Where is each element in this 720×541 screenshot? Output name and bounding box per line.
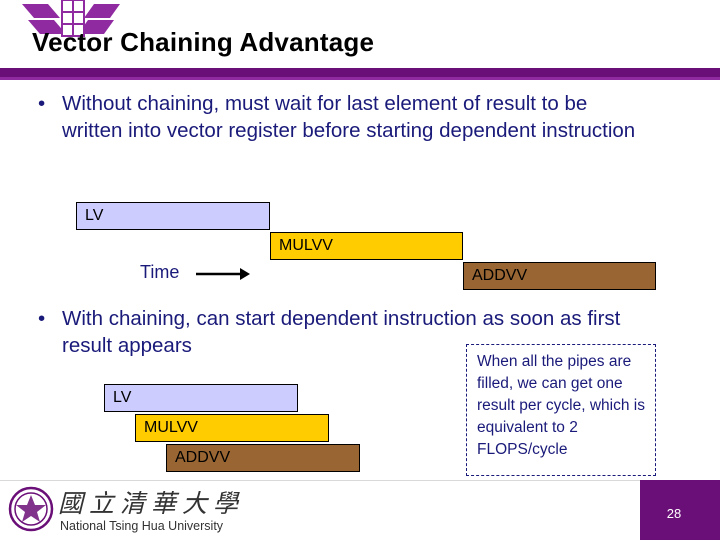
page-title: Vector Chaining Advantage <box>32 27 375 57</box>
time-label: Time <box>140 262 180 282</box>
university-name-cjk: 國立清華大學 <box>58 489 245 518</box>
time-arrow-icon <box>196 266 250 282</box>
unchained-bar-addvv: ADDVV <box>463 262 656 290</box>
note-box: When all the pipes are filled, we can ge… <box>466 344 656 476</box>
bullet-text: With chaining, can start dependent instr… <box>62 307 621 357</box>
chained-bar-lv: LV <box>104 384 298 412</box>
nthu-emblem-icon <box>18 0 130 40</box>
bullet-marker: • <box>38 307 46 330</box>
page-number-badge <box>640 480 720 540</box>
unchained-bar-lv: LV <box>76 202 270 230</box>
unchained-bar-mulvv: MULVV <box>270 232 463 260</box>
chained-bar-addvv: ADDVV <box>166 444 360 472</box>
bullet-text: Without chaining, must wait for last ele… <box>62 92 636 142</box>
university-seal-icon <box>8 486 54 532</box>
footer <box>0 480 720 541</box>
bullet-item-1: • Without chaining, must wait for last e… <box>38 90 638 144</box>
header-rule-accent <box>0 77 720 80</box>
university-name-en: National Tsing Hua University <box>60 519 224 533</box>
page-number: 28 <box>666 506 682 521</box>
bullet-marker: • <box>38 92 46 115</box>
bullet-item-2: • With chaining, can start dependent ins… <box>38 305 658 359</box>
chained-bar-mulvv: MULVV <box>135 414 329 442</box>
header-rule <box>0 68 720 77</box>
